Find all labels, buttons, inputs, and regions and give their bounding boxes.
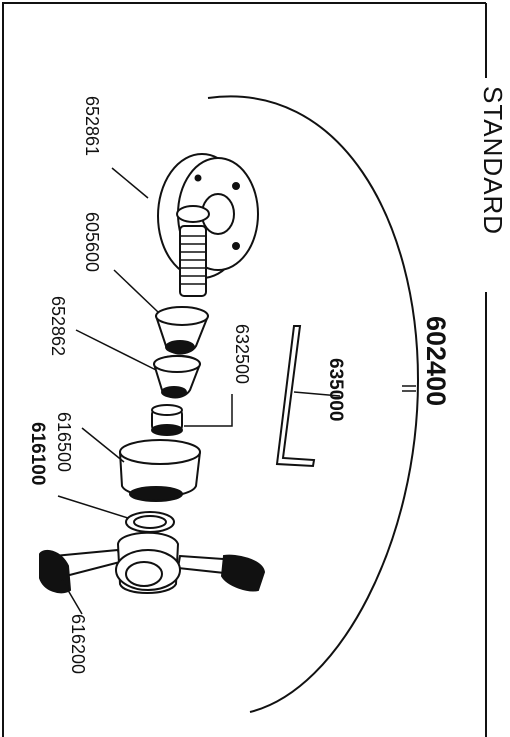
part-label-632500: 632500: [232, 324, 252, 384]
frame-title: STANDARD: [478, 86, 508, 235]
cup-616500: [118, 439, 202, 502]
part-label-616200: 616200: [68, 614, 88, 674]
part-label-652861: 652861: [82, 96, 102, 156]
part-label-652862: 652862: [48, 296, 68, 356]
leader-605600: [113, 269, 159, 313]
leader-652861: [111, 167, 149, 199]
part-label-635000: 635000: [325, 358, 346, 421]
part-label-616100: 616100: [27, 422, 48, 485]
frame-border-top-left: [2, 2, 486, 737]
leader-616500: [81, 427, 125, 463]
leader-635000: [293, 391, 341, 397]
leader-lines: [57, 167, 341, 615]
group-label: 602400: [421, 316, 451, 406]
leader-632500: [184, 394, 233, 427]
threaded-stud: [176, 205, 210, 297]
leader-616100: [57, 495, 129, 519]
leader-652862: [75, 329, 157, 371]
ring-616100: [125, 511, 175, 533]
part-label-605600: 605600: [82, 212, 102, 272]
frame: [2, 2, 487, 737]
cone-652862: [152, 354, 202, 399]
part-label-616500: 616500: [54, 412, 74, 472]
spacer-632500: [151, 404, 183, 436]
hex-key-635000: [275, 325, 316, 468]
cone-605600: [154, 306, 210, 355]
group-bracket-arc: [207, 95, 420, 713]
wing-nut-616200: [39, 531, 266, 594]
leader-616200: [61, 579, 83, 615]
group-bracket-tick: [402, 385, 416, 392]
